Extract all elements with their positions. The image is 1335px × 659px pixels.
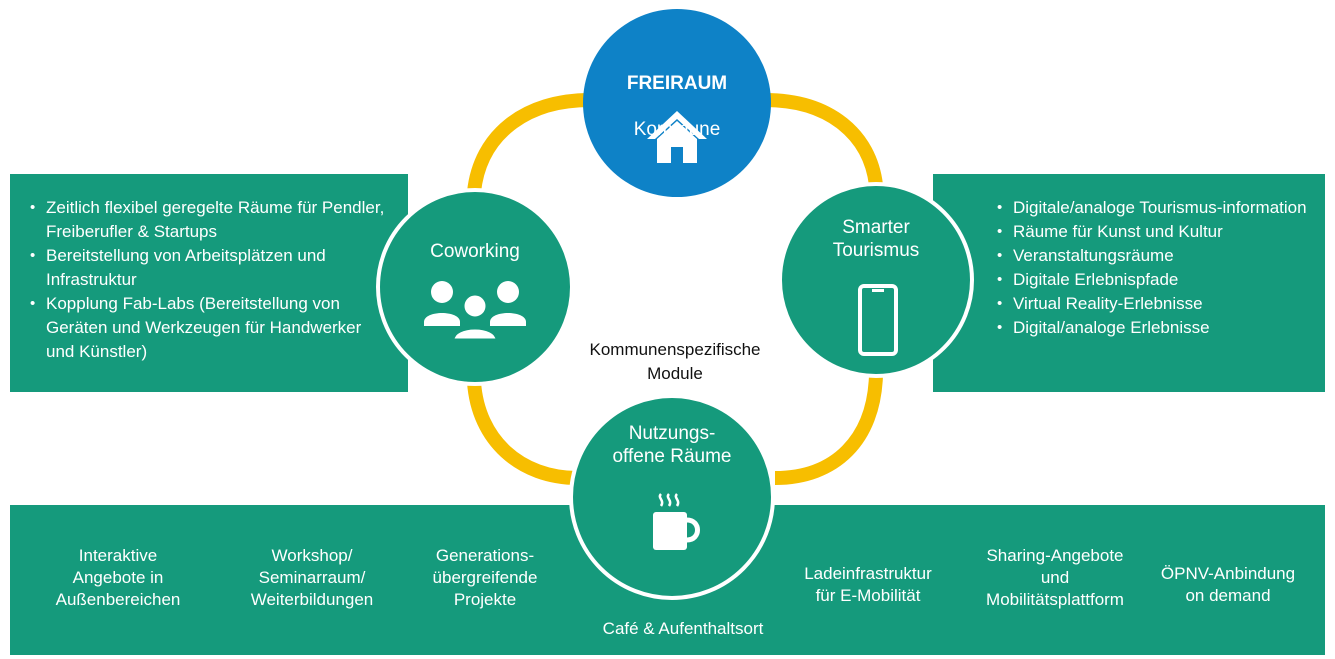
hub-freiraum-kommune: FREIRAUM Kommune — [583, 9, 771, 197]
tourismus-detail-item: Virtual Reality-Erlebnisse — [985, 292, 1315, 316]
smartphone-icon — [858, 284, 898, 356]
ring-arc-bottom-left — [467, 381, 579, 485]
tourismus-detail-item: Veranstaltungsräume — [985, 244, 1315, 268]
raeume-title: Nutzungs- offene Räume — [612, 423, 732, 467]
hub-title: FREIRAUM — [626, 73, 728, 94]
center-label: Kommunenspezifische Module — [589, 340, 761, 383]
coworking-title: Coworking — [430, 241, 520, 262]
bottom-item-ladeinfrastruktur: Ladeinfrastruktur für E-Mobilität — [804, 564, 932, 605]
tourismus-detail-item: Räume für Kunst und Kultur — [985, 220, 1315, 244]
bottom-item-generationen: Generations- übergreifende Projekte — [432, 546, 538, 609]
tourismus-detail-item: Digital/analoge Erlebnisse — [985, 316, 1315, 340]
bottom-item-cafe: Café & Aufenthaltsort — [602, 619, 764, 638]
module-nutzungsoffene-raeume: Nutzungs- offene Räume — [569, 394, 775, 600]
bottom-item-oepnv: ÖPNV-Anbindung on demand — [1160, 564, 1296, 605]
bottom-item-workshop: Workshop/ Seminarraum/ Weiterbildungen — [250, 546, 374, 609]
bottom-item-aussenbereiche: Interaktive Angebote in Außenbereichen — [55, 546, 181, 609]
tourismus-title: Smarter Tourismus — [832, 217, 920, 261]
bottom-item-sharing: Sharing-Angebote und Mobilitätsplattform — [986, 546, 1124, 609]
module-coworking: Coworking — [376, 188, 574, 386]
tourismus-detail-item: Digitale Erlebnispfade — [985, 268, 1315, 292]
ring-arc-bottom-right — [774, 374, 883, 485]
tourismus-details-panel: Digitale/analoge Tourismus-information R… — [933, 174, 1325, 392]
tourismus-detail-item: Digitale/analoge Tourismus-information — [985, 196, 1315, 220]
coworking-detail-item: Kopplung Fab-Labs (Bereitstellung von Ge… — [18, 292, 388, 364]
group-people-icon — [424, 281, 526, 342]
house-icon — [647, 111, 707, 163]
coffee-cup-icon — [653, 493, 700, 550]
coworking-details-panel: Zeitlich flexibel geregelte Räume für Pe… — [10, 174, 408, 392]
coworking-detail-item: Bereitstellung von Arbeitsplätzen und In… — [18, 244, 388, 292]
ring-arc-top-left — [467, 93, 591, 193]
ring-arc-top-right — [764, 93, 883, 187]
coworking-detail-item: Zeitlich flexibel geregelte Räume für Pe… — [18, 196, 388, 244]
module-smarter-tourismus: Smarter Tourismus — [778, 182, 974, 378]
